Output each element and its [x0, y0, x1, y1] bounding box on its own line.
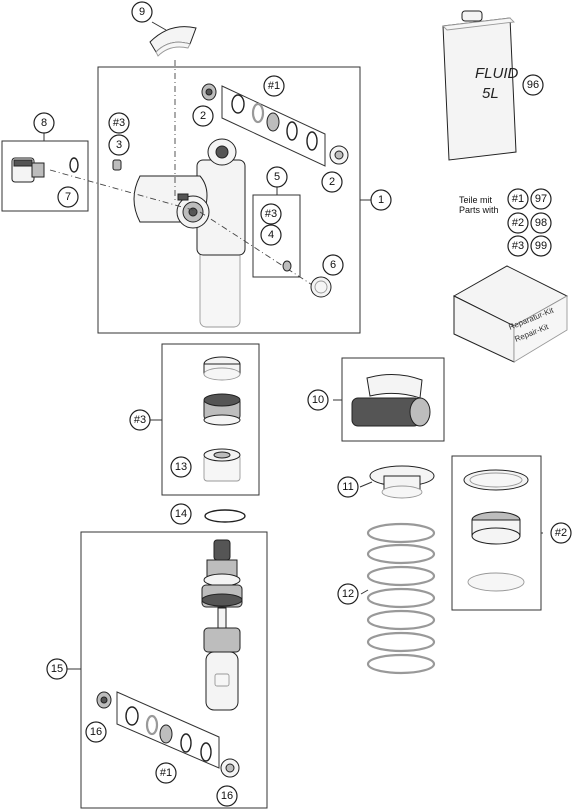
callout-1-hash-bottom: #1 [155, 762, 177, 784]
repair-kit-box: Reparatur-Kit Repair-Kit [452, 265, 569, 363]
kit-1-top-frame [221, 85, 326, 167]
legend-num-2: 98 [535, 217, 547, 229]
callout-6: 6 [322, 254, 344, 276]
can-label-line2: 5L [482, 85, 499, 102]
part-8-frame [1, 140, 89, 212]
legend-row-1: #1 97 [507, 188, 552, 210]
legend-row-2: #2 98 [507, 212, 552, 234]
svg-text:11: 11 [342, 481, 353, 493]
callout-16b: 16 [216, 785, 238, 807]
svg-text:16: 16 [90, 726, 102, 738]
screw-part [112, 159, 122, 171]
svg-text:13: 13 [175, 461, 187, 473]
legend-line2: Parts with [459, 205, 499, 215]
shock-body [133, 138, 246, 328]
callout-5-hash: #3 [260, 203, 282, 225]
callout-4: 4 [260, 224, 282, 246]
callout-7: 7 [57, 186, 79, 208]
callout-1: 1 [370, 189, 392, 211]
svg-text:#3: #3 [134, 414, 146, 426]
axis-6 [199, 211, 321, 291]
svg-text:96: 96 [527, 79, 539, 91]
svg-text:4: 4 [268, 229, 274, 241]
svg-text:6: 6 [330, 259, 336, 271]
svg-text:#1: #1 [268, 80, 280, 92]
cover-part [149, 26, 197, 57]
svg-text:#3: #3 [265, 208, 277, 220]
leader-9 [151, 21, 167, 31]
callout-3-hash-left: #3 [129, 409, 151, 431]
svg-text:9: 9 [139, 6, 145, 18]
svg-text:2: 2 [200, 110, 206, 122]
callout-2-hash: #2 [550, 522, 572, 544]
legend-ref-1: #1 [512, 193, 524, 205]
kit-3-parts [203, 356, 241, 482]
callout-10: 10 [307, 389, 329, 411]
callout-3: 3 [108, 134, 130, 156]
svg-text:10: 10 [312, 394, 324, 406]
callout-11: 11 [337, 476, 359, 498]
kit-1-bottom-frame [116, 691, 220, 769]
callout-12: 12 [337, 583, 359, 605]
callout-5: 5 [266, 166, 288, 188]
legend-ref-2: #2 [512, 217, 524, 229]
callout-1-hash-top: #1 [263, 75, 285, 97]
legend-num-1: 97 [535, 193, 547, 205]
callout-96: 96 [522, 74, 544, 96]
svg-text:15: 15 [51, 663, 63, 675]
seal-kit-bottom [96, 691, 240, 778]
top-mount-part [351, 374, 431, 427]
callout-2b: 2 [321, 171, 343, 193]
seal-kit-top [201, 83, 349, 165]
svg-text:3: 3 [116, 139, 122, 151]
svg-text:#3: #3 [113, 117, 125, 129]
svg-text:2: 2 [329, 176, 335, 188]
callout-14: 14 [170, 503, 192, 525]
spring-seat-part [369, 465, 435, 499]
legend-row-3: #3 99 [507, 235, 552, 257]
kit-2-parts [463, 469, 529, 592]
svg-text:14: 14 [175, 508, 187, 520]
legend-num-3: 99 [535, 240, 547, 252]
svg-text:5: 5 [274, 171, 280, 183]
circlip-part [204, 509, 246, 523]
shaft-assembly [201, 539, 243, 711]
callout-15: 15 [46, 658, 68, 680]
part-15-frame [80, 531, 268, 809]
svg-text:12: 12 [342, 588, 354, 600]
callout-9: 9 [131, 1, 153, 23]
snap-ring-part [310, 276, 332, 298]
can-label-line1: FLUID [475, 65, 519, 82]
legend-line1: Teile mit [459, 195, 493, 205]
svg-text:1: 1 [378, 194, 384, 206]
svg-text:8: 8 [41, 117, 47, 129]
svg-text:#1: #1 [160, 767, 172, 779]
callout-3-hash: #3 [108, 112, 130, 134]
svg-text:#2: #2 [555, 527, 567, 539]
svg-text:16: 16 [221, 790, 233, 802]
callout-16a: 16 [85, 721, 107, 743]
svg-text:7: 7 [65, 191, 71, 203]
callout-8: 8 [33, 112, 55, 134]
callout-13: 13 [170, 456, 192, 478]
fluid-can: FLUID 5L [442, 10, 519, 161]
spring-part [366, 522, 436, 675]
adjuster-part [11, 157, 79, 183]
legend-ref-3: #3 [512, 240, 524, 252]
callout-2a: 2 [192, 105, 214, 127]
valve-part [282, 260, 292, 272]
